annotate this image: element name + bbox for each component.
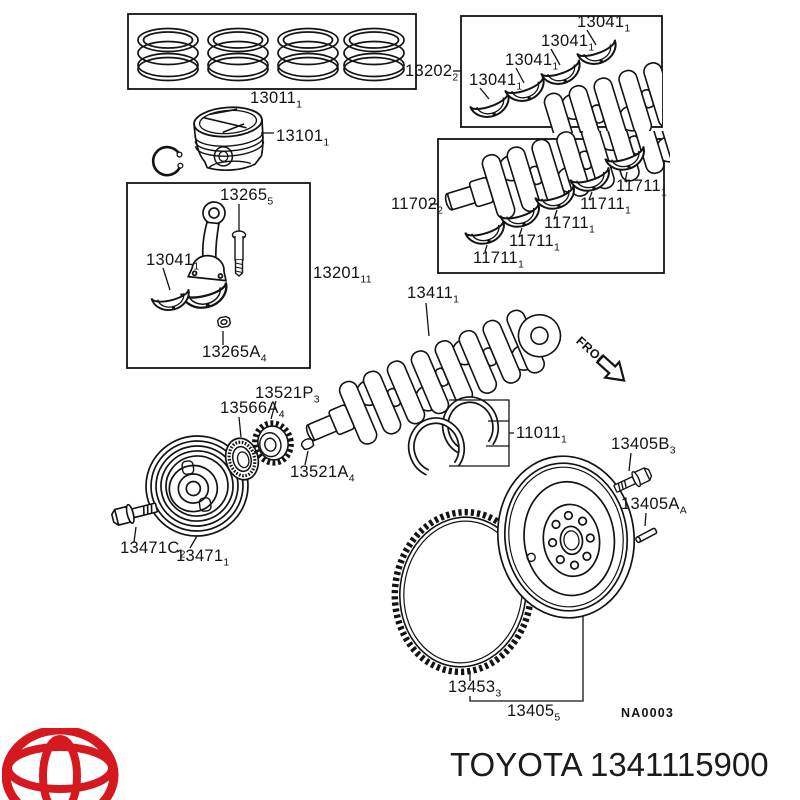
label-woodruff-key: 13521A4: [290, 463, 355, 485]
label-main-bearing-set: 117022: [391, 195, 443, 217]
label-flywheel-pin: 13405AA: [621, 495, 687, 517]
label-pulley-bolt: 13471C2: [120, 539, 186, 561]
label-rod-bearing-4: 130411: [577, 13, 631, 35]
piston-drawing: [193, 106, 265, 172]
label-rod-bearing: 130411: [146, 251, 200, 273]
woodruff-key-drawing: [300, 438, 315, 451]
label-ring-gear: 134533: [448, 678, 502, 700]
label-main-bearing-2: 117111: [509, 232, 560, 254]
crankshaft-lower-box-drawing: [444, 131, 670, 222]
flywheel-bolt-drawing: [611, 464, 655, 497]
label-rod-nut: 13265A4: [202, 343, 267, 365]
label-thrust-washer: 110111: [516, 424, 567, 446]
label-rod-bearing-3: 130411: [541, 32, 595, 54]
front-arrow: FRONT: [573, 334, 626, 382]
label-main-bearing-3: 117111: [544, 214, 595, 236]
label-rod-bolt: 132655: [220, 186, 274, 208]
sprocket-washer-drawing: [224, 437, 260, 481]
label-rod-bearing-1: 130411: [469, 71, 523, 93]
connecting-rod-box: [126, 182, 311, 369]
piston-ring-sets-drawing: [137, 27, 405, 82]
rod-bolt-drawing: [231, 230, 247, 277]
toyota-logo: [2, 728, 119, 800]
crankshaft-drawing: [305, 303, 562, 448]
label-rod-bearing-2: 130411: [505, 51, 559, 73]
piston-rings-box: [127, 13, 417, 90]
flywheel-pin-drawing: [635, 527, 658, 544]
crank-sprocket-drawing: [252, 420, 294, 466]
snap-ring-drawing: [151, 145, 184, 177]
rod-nut-drawing: [216, 315, 232, 329]
label-pulley: 134711: [176, 547, 230, 569]
label-crankshaft: 134111: [407, 284, 459, 306]
label-piston-rings: 130111: [250, 89, 302, 111]
label-rod-assembly: 1320111: [313, 264, 372, 286]
label-main-bearing-1: 117111: [473, 249, 524, 271]
brand-part-number: TOYOTA 1341115900: [450, 746, 769, 783]
engine-parts-diagram: FRONT: [109, 13, 687, 724]
label-sprocket-washer: 13566A4: [220, 399, 285, 421]
main-bearings-box: [437, 138, 665, 274]
label-main-bearing-5: 117111: [616, 177, 667, 199]
label-flywheel-bolt: 13405B3: [611, 435, 676, 457]
diagram-code: NA0003: [621, 706, 674, 720]
connecting-rod-drawing: [186, 201, 228, 282]
flywheel-drawing: [496, 455, 636, 619]
label-piston: 131011: [276, 127, 330, 149]
rod-bearing-shell-drawing: [150, 288, 194, 315]
label-main-bearing-4: 117111: [580, 195, 631, 217]
leader-lines: [133, 29, 647, 702]
label-sprocket: 13521P3: [255, 384, 320, 406]
label-flywheel: 134055: [507, 702, 561, 724]
label-rod-bearing-set: 132022: [405, 62, 459, 84]
